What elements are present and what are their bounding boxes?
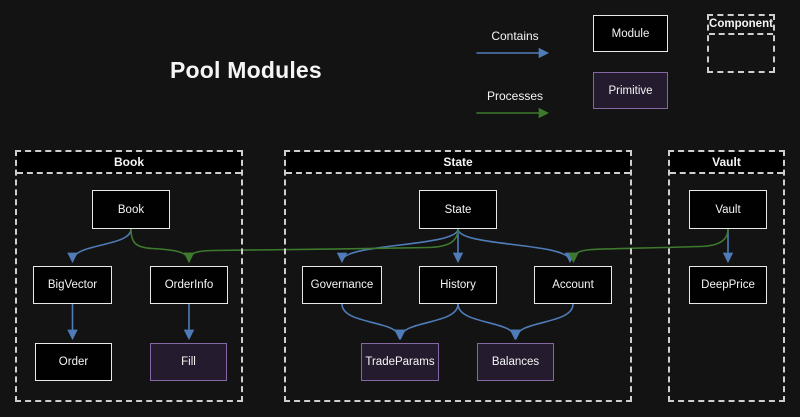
edge-book-bigvector [67,228,132,264]
edge-state-governance [336,228,459,264]
node-state: State [419,190,497,229]
node-balances: Balances [477,343,554,381]
node-book: Book [92,190,170,229]
edge-account-balances [510,303,574,341]
node-account: Account [534,266,612,304]
legend-contains-label: Contains [491,29,539,43]
edge-state-orderinfo [183,228,459,264]
node-deepprice: DeepPrice [689,266,767,304]
node-fill: Fill [150,343,227,381]
node-history: History [419,266,497,304]
legend-module-box: Module [593,15,668,52]
legend-processes-label: Processes [486,89,544,103]
node-order: Order [35,343,112,381]
legend-component-label: Component [709,16,773,35]
container-state: State [284,150,632,402]
edge-history-tradeparams [395,303,459,341]
container-vault: Vault [668,150,785,402]
legend-component-box: Component [707,14,775,73]
container-book: Book [15,150,243,402]
node-governance: Governance [302,266,382,304]
container-book-header: Book [17,152,241,174]
node-bigvector: BigVector [33,266,112,304]
node-orderinfo: OrderInfo [150,266,228,304]
page-title: Pool Modules [170,57,322,83]
edge-state-account [457,228,576,264]
container-state-header: State [286,152,630,174]
edge-vault-account [568,228,729,264]
legend-primitive-box: Primitive [593,72,668,109]
node-tradeparams: TradeParams [361,343,439,381]
node-vault: Vault [689,190,767,229]
container-vault-header: Vault [670,152,783,174]
